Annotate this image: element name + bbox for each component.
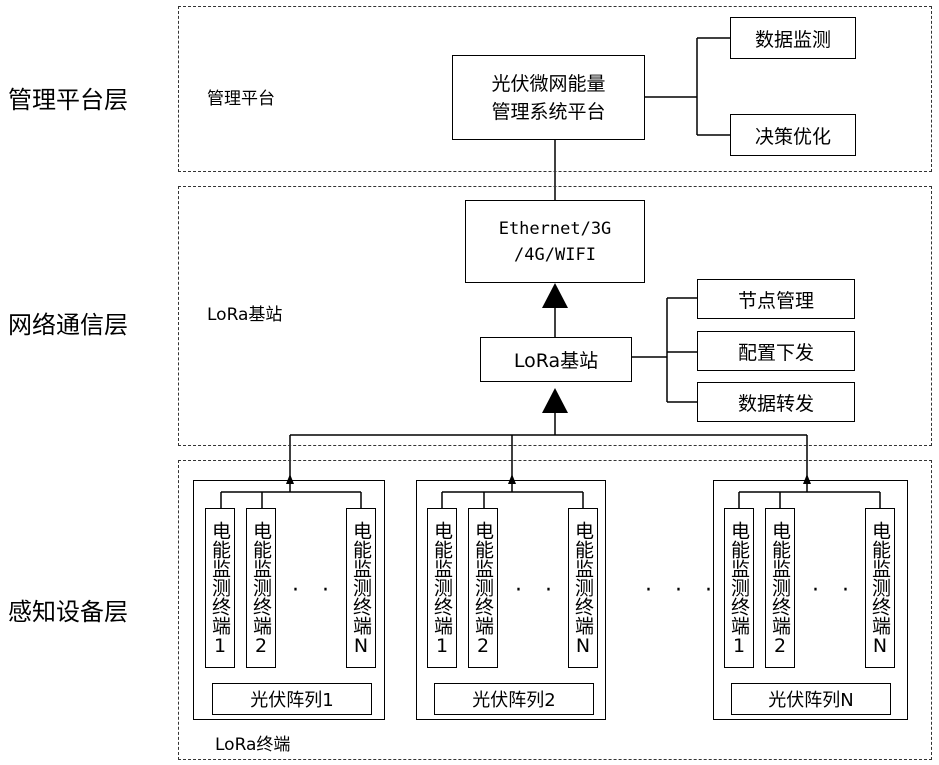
terminal-box-1-n: 电能监测终端N: [346, 508, 376, 668]
terminal-box-n-2: 电能监测终端2: [765, 508, 795, 668]
terminal-box-n-1: 电能监测终端1: [724, 508, 754, 668]
management-layer-label: 管理平台层: [8, 80, 128, 115]
terminal-box-2-2: 电能监测终端2: [468, 508, 498, 668]
node-management-box: 节点管理: [697, 279, 855, 319]
terminal-box-2-n: 电能监测终端N: [568, 508, 598, 668]
energy-management-platform-box: 光伏微网能量 管理系统平台: [452, 55, 645, 140]
terminal-box-1-2: 电能监测终端2: [246, 508, 276, 668]
terminal-box-2-1: 电能监测终端1: [427, 508, 457, 668]
network-panel-label: LoRa基站: [207, 300, 282, 325]
terminal-box-n-n: 电能监测终端N: [865, 508, 895, 668]
decision-optimization-box: 决策优化: [730, 114, 856, 156]
platform-line-2: 管理系统平台: [491, 98, 605, 126]
pv-array-n-box: 光伏阵列N: [731, 683, 891, 715]
gateway-box: Ethernet/3G /4G/WIFI: [465, 200, 645, 283]
config-dispatch-box: 配置下发: [697, 331, 855, 371]
terminal-box-1-1: 电能监测终端1: [205, 508, 235, 668]
data-forwarding-box: 数据转发: [697, 382, 855, 422]
lora-base-station-box: LoRa基站: [480, 337, 632, 382]
pv-array-1-box: 光伏阵列1: [212, 683, 372, 715]
ellipsis-dots-groups: · · ·: [645, 578, 720, 603]
pv-array-2-box: 光伏阵列2: [434, 683, 594, 715]
platform-line-1: 光伏微网能量: [491, 70, 605, 98]
gateway-line-2: /4G/WIFI: [514, 242, 596, 268]
data-monitoring-box: 数据监测: [730, 17, 856, 59]
network-layer-label: 网络通信层: [8, 305, 128, 340]
perception-panel-label: LoRa终端: [215, 730, 290, 755]
management-panel-label: 管理平台: [207, 84, 275, 109]
gateway-line-1: Ethernet/3G: [499, 216, 612, 242]
perception-layer-label: 感知设备层: [8, 592, 128, 627]
